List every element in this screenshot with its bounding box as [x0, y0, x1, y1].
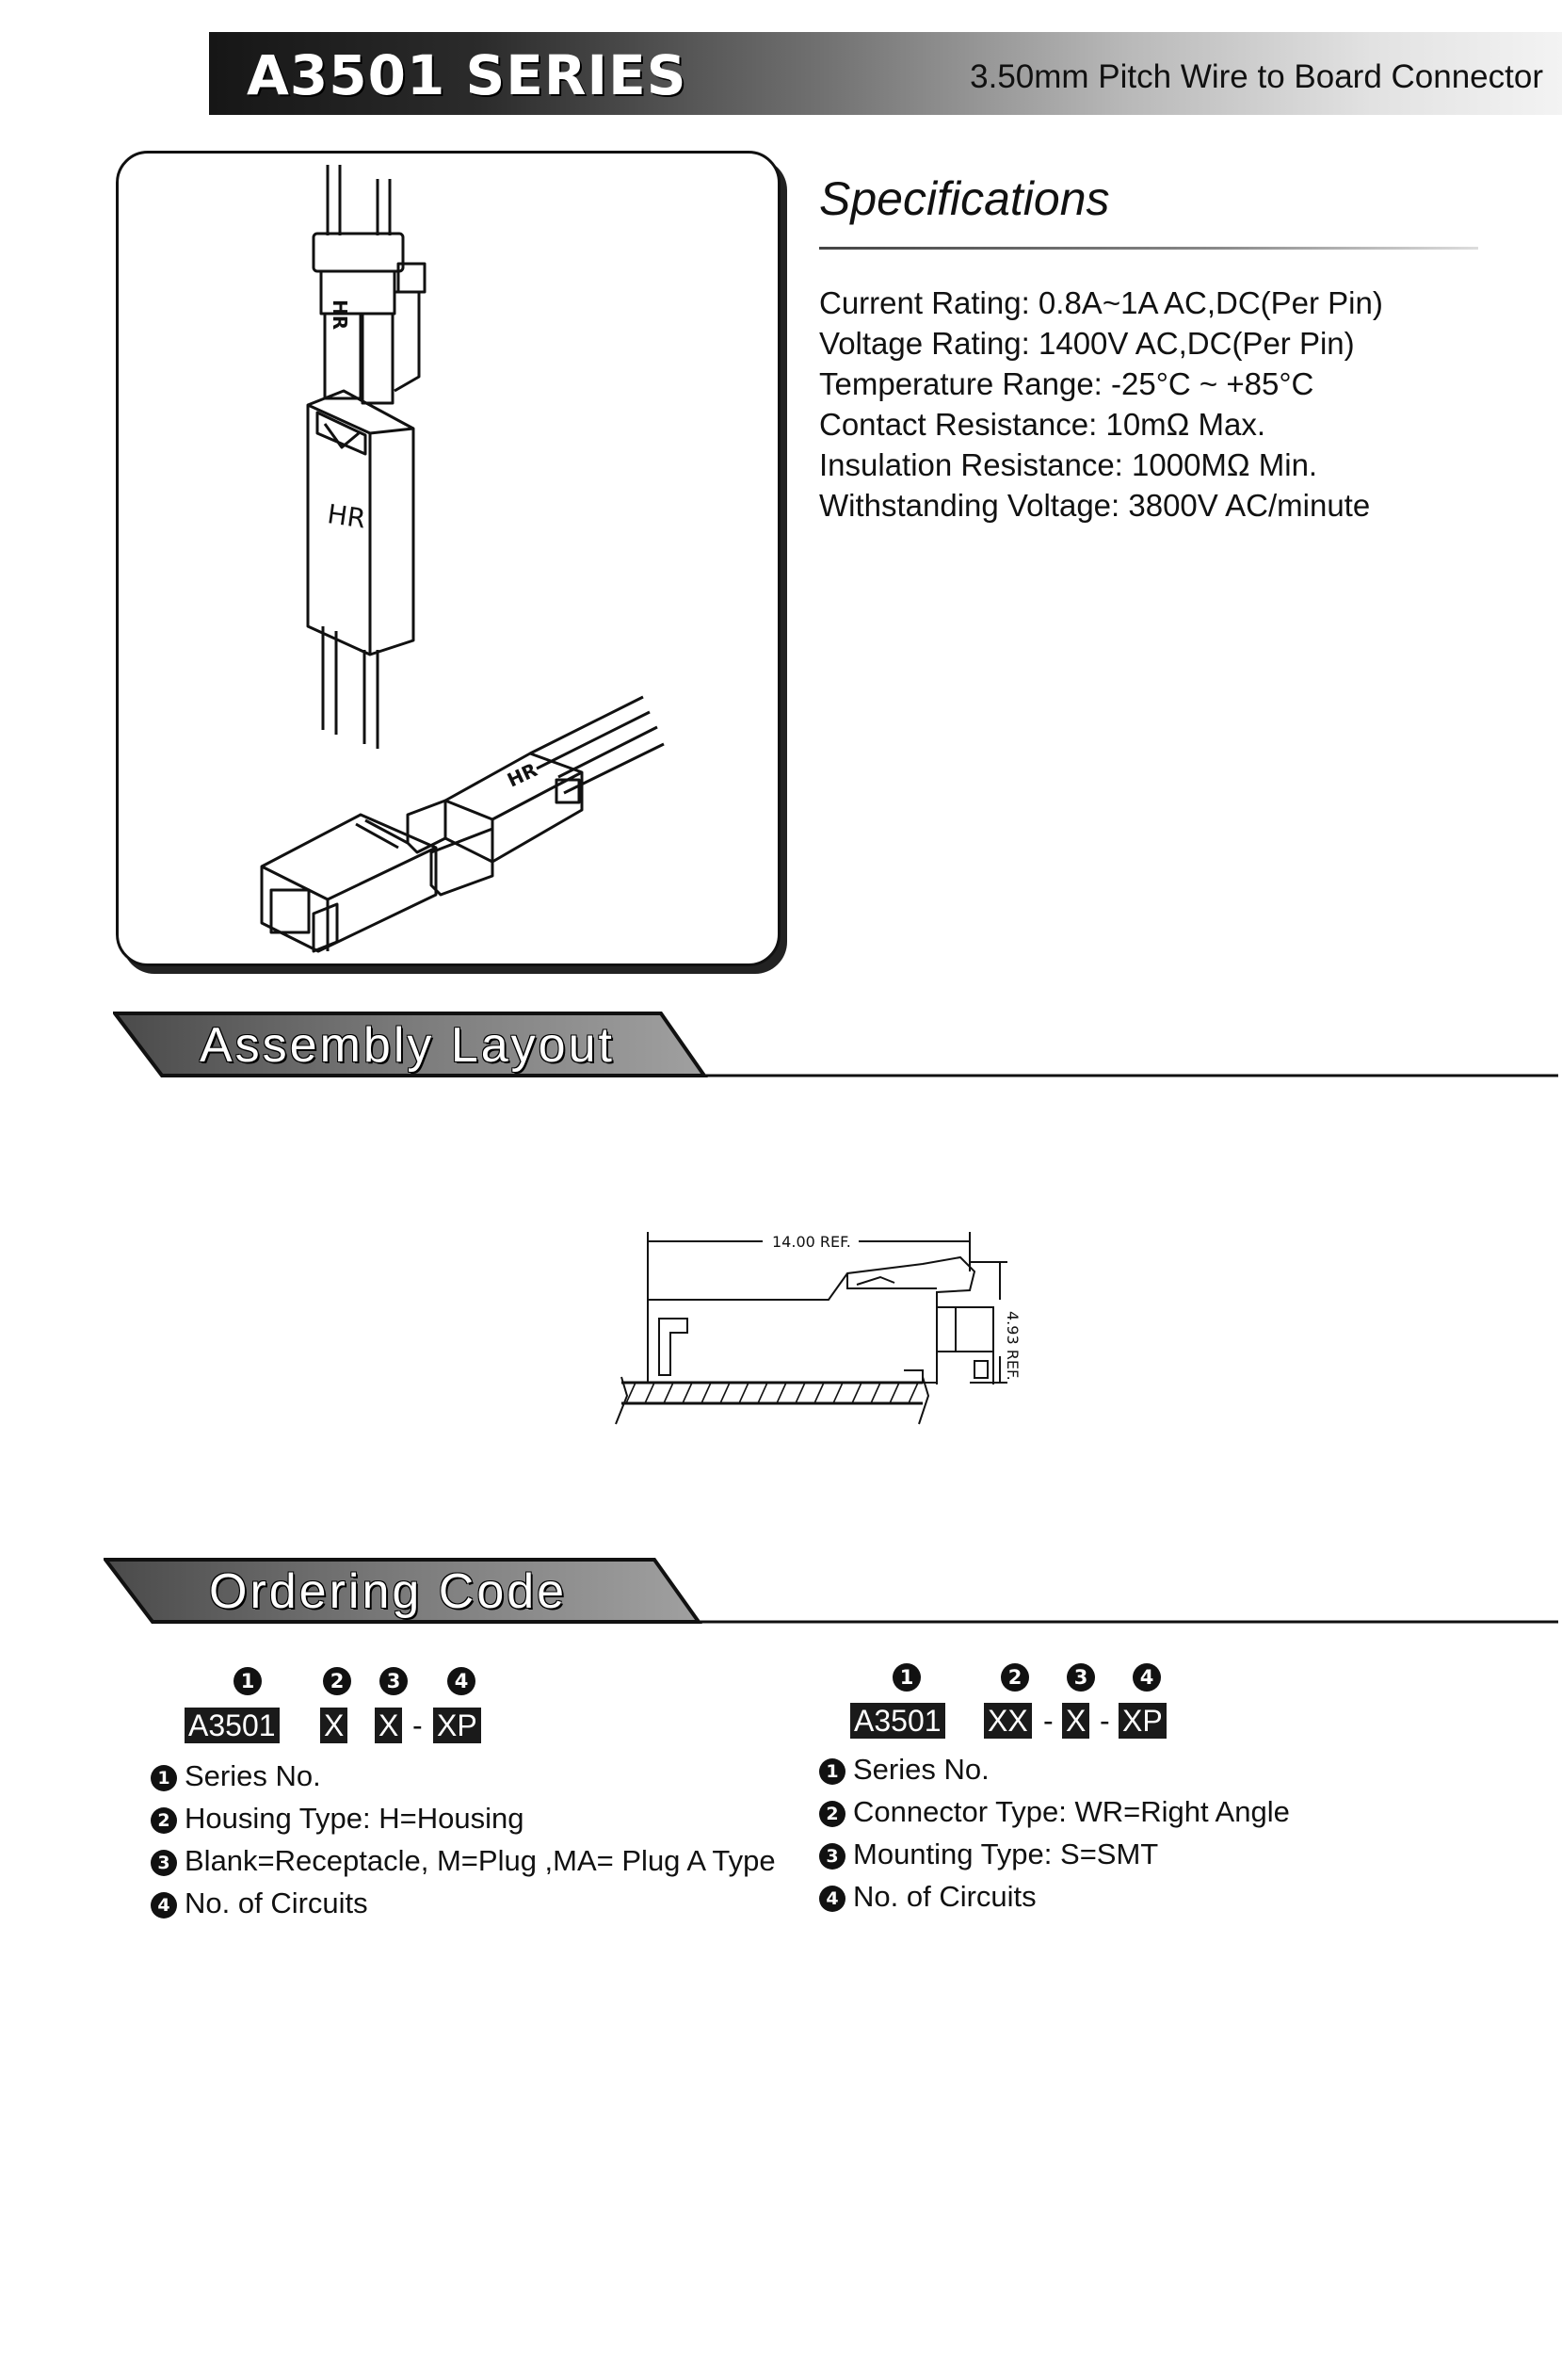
marker-2: 2 [1001, 1663, 1029, 1692]
code-dash: - [1043, 1704, 1054, 1738]
header-bar [209, 32, 1562, 115]
code-sub-box: X [1062, 1703, 1090, 1739]
code-series-box: A3501 [850, 1703, 945, 1739]
assembly-height-dimension: 4.93 REF. [1004, 1311, 1022, 1381]
assembly-width-dimension: 14.00 REF. [772, 1233, 851, 1251]
code-type-box: XX [984, 1703, 1032, 1739]
marker-1: 1 [233, 1667, 262, 1695]
marker-1: 1 [819, 1758, 845, 1785]
ordering-heading: Ordering Code [209, 1564, 568, 1619]
connector-illustration: HR HR HR [260, 165, 665, 953]
specifications-heading: Specifications [819, 172, 1110, 225]
spec-voltage-rating: Voltage Rating: 1400V AC,DC(Per Pin) [819, 326, 1355, 361]
plug-angled-drawing [406, 695, 665, 897]
receptacle-drawing [260, 813, 438, 953]
assembly-heading: Assembly Layout [200, 1018, 615, 1073]
spec-withstanding-voltage: Withstanding Voltage: 3800V AC/minute [819, 488, 1371, 523]
product-image-panel [116, 151, 781, 966]
marker-3: 3 [151, 1850, 177, 1876]
plug-angled-label: HR [504, 758, 540, 791]
code-dash: - [412, 1708, 423, 1742]
assembly-drawing: 14.00 REF. 4.93 REF. [615, 1232, 1022, 1425]
marker-3: 3 [379, 1667, 408, 1695]
code-series-box: A3501 [185, 1708, 280, 1743]
spec-temperature-range: Temperature Range: -25°C ~ +85°C [819, 366, 1314, 401]
code-sub-box: X [375, 1708, 403, 1743]
plug-top-label: HR [329, 300, 351, 330]
spec-current-rating: Current Rating: 0.8A~1A AC,DC(Per Pin) [819, 285, 1383, 320]
housing-drawing [306, 389, 415, 749]
plug-top-drawing [312, 165, 427, 405]
marker-2: 2 [819, 1801, 845, 1827]
marker-1: 1 [893, 1663, 921, 1692]
code-circuits-box: XP [1119, 1703, 1167, 1739]
spec-contact-resistance: Contact Resistance: 10mΩ Max. [819, 407, 1266, 442]
assembly-banner [113, 1012, 1558, 1077]
specifications-list: Current Rating: 0.8A~1A AC,DC(Per Pin) V… [819, 283, 1383, 526]
specifications-divider [819, 247, 1478, 250]
code-circuits-box: XP [433, 1708, 481, 1743]
marker-4: 4 [151, 1892, 177, 1919]
ordering-banner [104, 1558, 1558, 1624]
marker-4: 4 [447, 1667, 475, 1695]
code-type-box: X [320, 1708, 348, 1743]
marker-3: 3 [819, 1843, 845, 1870]
series-subtitle: 3.50mm Pitch Wire to Board Connector [970, 58, 1543, 95]
marker-3: 3 [1067, 1663, 1095, 1692]
code-dash: - [1100, 1704, 1110, 1738]
marker-4: 4 [1133, 1663, 1161, 1692]
series-title: A3501 SERIES [247, 43, 687, 107]
marker-2: 2 [151, 1807, 177, 1834]
marker-1: 1 [151, 1765, 177, 1791]
marker-4: 4 [819, 1886, 845, 1912]
spec-insulation-resistance: Insulation Resistance: 1000MΩ Min. [819, 447, 1318, 482]
housing-label: HR [326, 498, 368, 534]
marker-2: 2 [323, 1667, 351, 1695]
